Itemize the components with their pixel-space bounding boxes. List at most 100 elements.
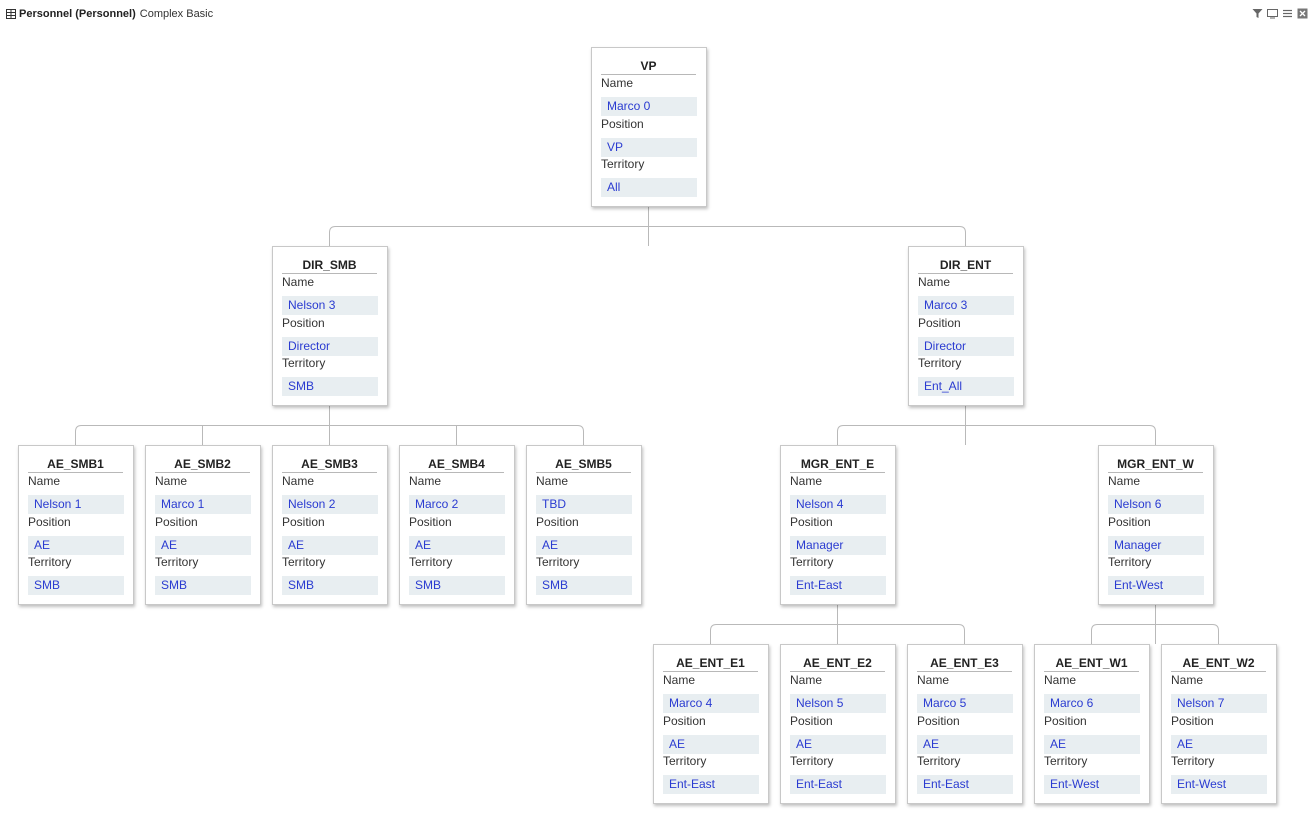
node-title: AE_SMB1 [28, 457, 123, 473]
name-value: TBD [536, 495, 632, 514]
name-label: Name [282, 474, 315, 488]
node-title: DIR_SMB [282, 258, 377, 274]
position-value: AE [282, 536, 378, 555]
name-value: Nelson 6 [1108, 495, 1204, 514]
position-label: Position [790, 714, 833, 728]
position-label: Position [282, 515, 325, 529]
position-label: Position [282, 316, 325, 330]
territory-value: SMB [282, 576, 378, 595]
position-value: AE [28, 536, 124, 555]
name-value: Nelson 5 [790, 694, 886, 713]
position-value: AE [1171, 735, 1267, 754]
position-label: Position [601, 117, 644, 131]
close-icon[interactable] [1297, 8, 1308, 19]
node-title: AE_ENT_W1 [1044, 656, 1139, 672]
position-value: AE [409, 536, 505, 555]
territory-value: SMB [282, 377, 378, 396]
territory-label: Territory [28, 555, 72, 569]
name-label: Name [917, 673, 950, 687]
position-label: Position [536, 515, 579, 529]
position-label: Position [409, 515, 452, 529]
name-label: Name [1171, 673, 1204, 687]
territory-label: Territory [409, 555, 453, 569]
node-title: AE_SMB3 [282, 457, 377, 473]
territory-label: Territory [790, 754, 834, 768]
name-label: Name [790, 474, 823, 488]
node-title: AE_ENT_E1 [663, 656, 758, 672]
name-label: Name [409, 474, 442, 488]
node-title: VP [601, 59, 696, 75]
territory-label: Territory [282, 555, 326, 569]
name-value: Marco 1 [155, 495, 251, 514]
territory-value: SMB [409, 576, 505, 595]
territory-value: Ent-West [1108, 576, 1204, 595]
territory-label: Territory [918, 356, 962, 370]
node-title: AE_SMB4 [409, 457, 504, 473]
node-title: DIR_ENT [918, 258, 1013, 274]
position-label: Position [28, 515, 71, 529]
position-value: AE [790, 735, 886, 754]
territory-label: Territory [1108, 555, 1152, 569]
position-label: Position [1171, 714, 1214, 728]
name-value: Nelson 1 [28, 495, 124, 514]
position-label: Position [1108, 515, 1151, 529]
panel-subtitle: Complex Basic [139, 8, 214, 20]
territory-value: Ent-East [790, 775, 886, 794]
name-value: Marco 4 [663, 694, 759, 713]
panel-header: Personnel (Personnel) Complex Basic [6, 7, 213, 21]
name-label: Name [663, 673, 696, 687]
node-title: MGR_ENT_W [1108, 457, 1203, 473]
connector-vp-bus [329, 226, 966, 246]
position-value: Director [282, 337, 378, 356]
position-value: AE [536, 536, 632, 555]
territory-value: SMB [28, 576, 124, 595]
node-title: AE_ENT_W2 [1171, 656, 1266, 672]
territory-value: Ent-East [917, 775, 1013, 794]
more-options-icon[interactable] [1282, 8, 1293, 19]
position-label: Position [1044, 714, 1087, 728]
node-title: AE_ENT_E2 [790, 656, 885, 672]
territory-value: Ent_All [918, 377, 1014, 396]
position-value: Manager [1108, 536, 1204, 555]
position-value: AE [917, 735, 1013, 754]
node-title: AE_SMB5 [536, 457, 631, 473]
position-value: AE [1044, 735, 1140, 754]
name-label: Name [918, 275, 951, 289]
focus-mode-icon[interactable] [1267, 8, 1278, 19]
position-label: Position [155, 515, 198, 529]
connector-dir-ent-bus [837, 425, 1156, 445]
name-label: Name [601, 76, 634, 90]
territory-value: Ent-East [790, 576, 886, 595]
node-title: AE_SMB2 [155, 457, 250, 473]
name-value: Marco 0 [601, 97, 697, 116]
filter-icon[interactable] [1252, 8, 1263, 19]
panel-toolbar [1252, 7, 1308, 19]
name-label: Name [155, 474, 188, 488]
name-value: Nelson 3 [282, 296, 378, 315]
territory-value: Ent-East [663, 775, 759, 794]
position-value: AE [663, 735, 759, 754]
territory-value: All [601, 178, 697, 197]
territory-label: Territory [536, 555, 580, 569]
position-label: Position [790, 515, 833, 529]
territory-value: SMB [155, 576, 251, 595]
name-label: Name [28, 474, 61, 488]
territory-label: Territory [282, 356, 326, 370]
territory-label: Territory [601, 157, 645, 171]
